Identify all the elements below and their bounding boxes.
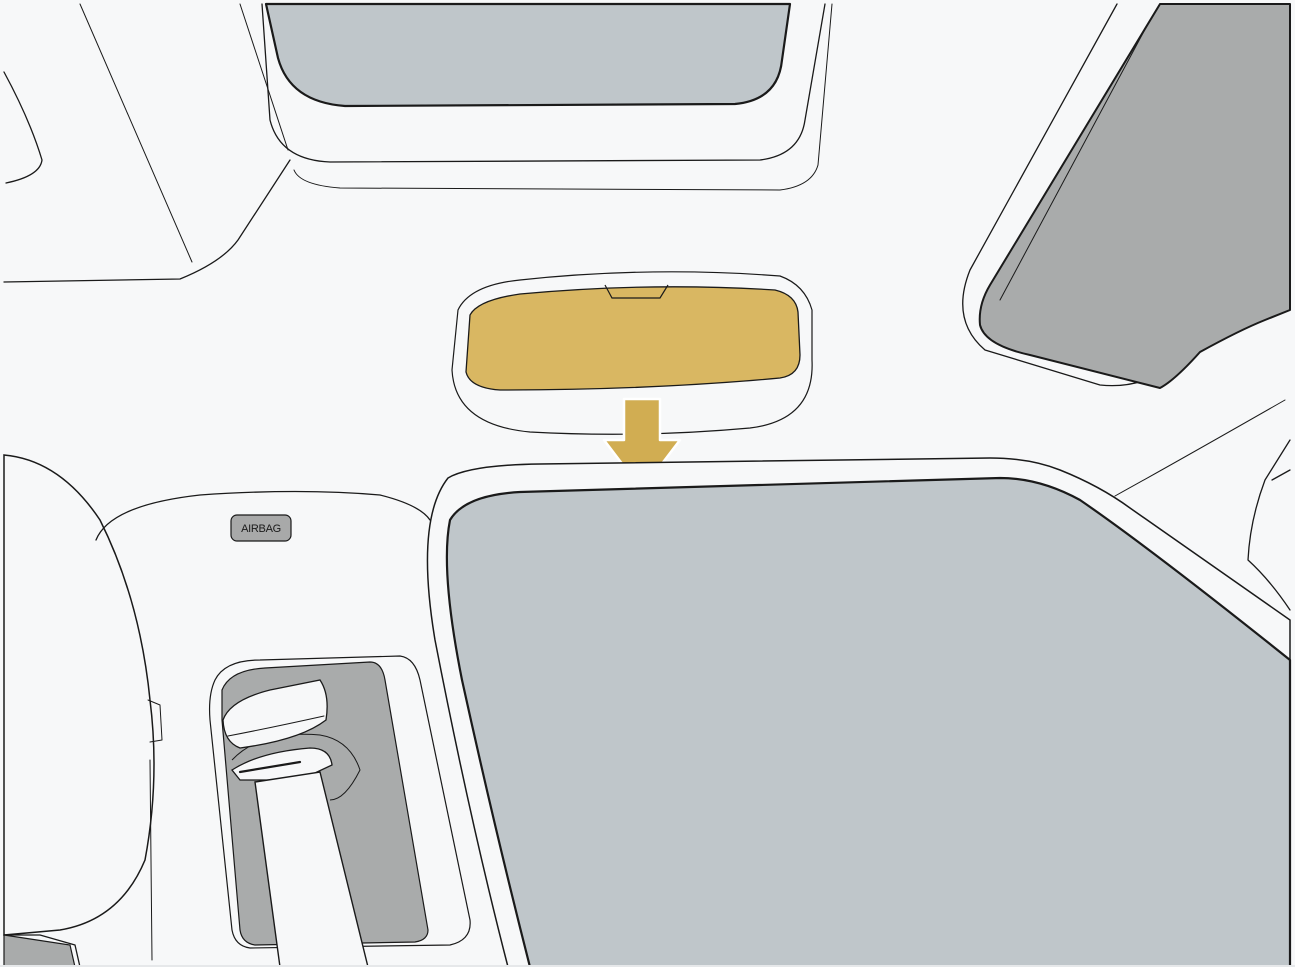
sunroof-glass — [266, 4, 790, 106]
main-glass — [427, 458, 1290, 967]
glasses-holder — [466, 287, 800, 390]
airbag-badge: AIRBAG — [231, 515, 291, 541]
airbag-label: AIRBAG — [241, 523, 281, 535]
